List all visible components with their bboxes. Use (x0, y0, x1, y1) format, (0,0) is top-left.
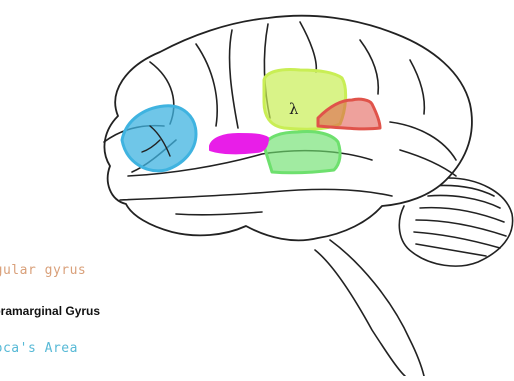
brainstem-outline (315, 240, 424, 376)
legend-angular-gyrus: Angular gyrus (0, 264, 86, 277)
region-mark: λ (289, 100, 299, 118)
legend-brocas-area: Broca's Area (0, 342, 78, 355)
lower-green-region (264, 131, 340, 172)
magenta-region (210, 134, 268, 153)
cerebellum-folds (414, 185, 506, 256)
legend-supramarginal-gyrus: Supramarginal Gyrus (0, 305, 100, 317)
